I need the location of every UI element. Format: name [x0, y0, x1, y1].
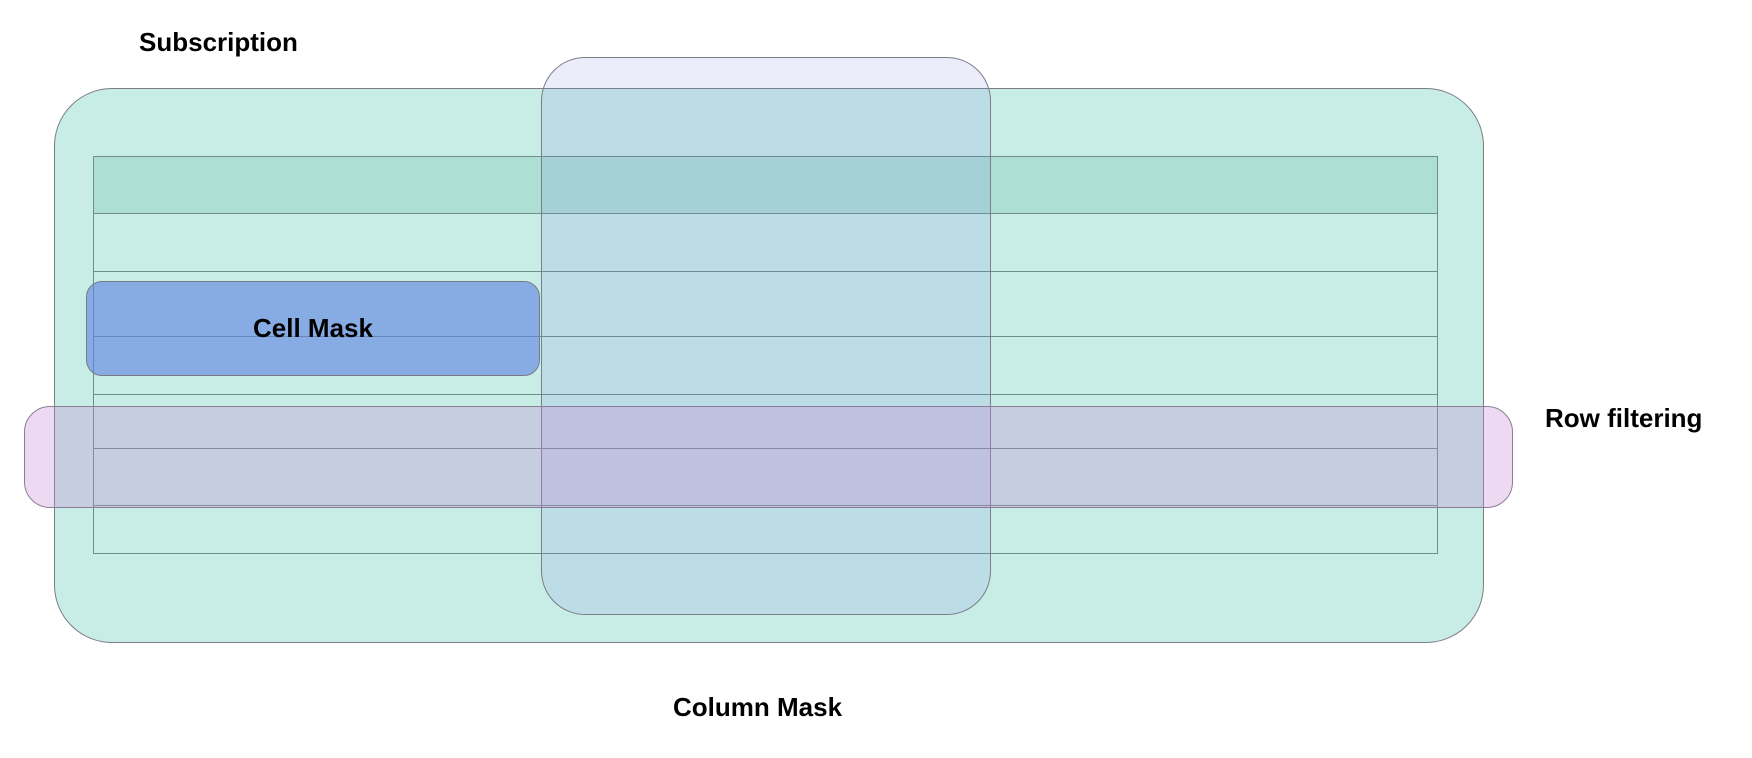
data-table	[93, 156, 1438, 554]
table-row	[94, 272, 1437, 337]
table-row	[94, 395, 1437, 449]
cell-mask-label: Cell Mask	[253, 313, 373, 343]
cell-mask-box[interactable]: Cell Mask	[86, 281, 540, 376]
table-row	[94, 214, 1437, 272]
table-row	[94, 337, 1437, 395]
table-row	[94, 449, 1437, 506]
column-mask-label: Column Mask	[673, 692, 843, 722]
row-filtering-label: Row filtering	[1545, 403, 1703, 433]
subscription-label: Subscription	[139, 27, 298, 57]
column-mask-band[interactable]	[541, 57, 991, 615]
row-filtering-band[interactable]	[24, 406, 1513, 508]
table-row	[94, 157, 1437, 214]
